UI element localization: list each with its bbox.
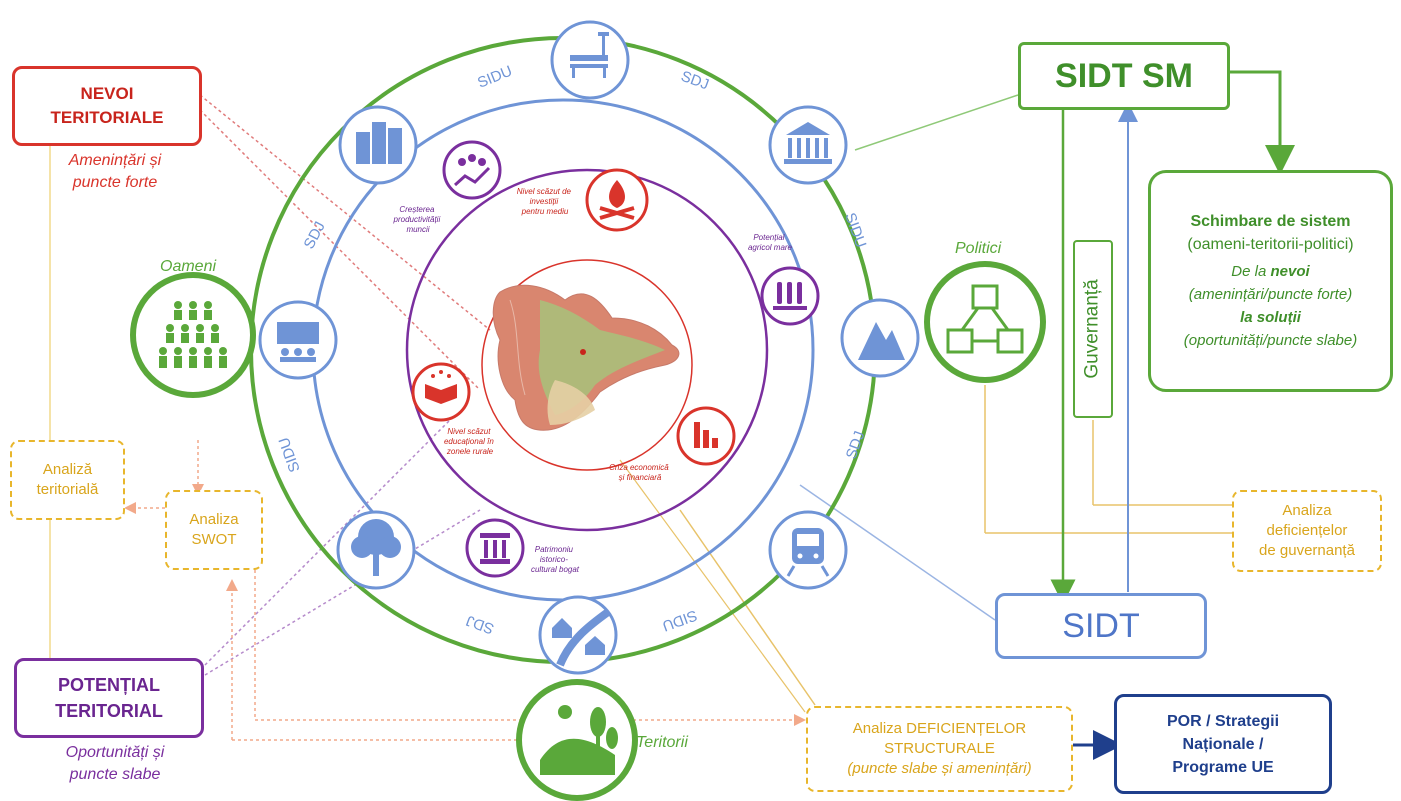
label-agricol: Potențial agricol mare	[748, 233, 793, 252]
analiza-structurale-line-1: Analiza DEFICIENȚELOR	[852, 720, 1027, 737]
declining-chart-icon	[676, 406, 736, 466]
people-group-icon	[130, 272, 256, 398]
potential-note-line-2: puncte slabe	[69, 766, 161, 783]
landscape-icon	[516, 679, 638, 801]
por-line-1: POR / Strategii	[1166, 712, 1280, 730]
sidt-sm-box: SIDT SM	[1018, 42, 1230, 110]
pillar-label-politici: Politici	[955, 240, 1002, 257]
analiza-swot-box: Analiza SWOT	[165, 490, 263, 570]
buildings-icon	[338, 105, 418, 185]
analiza-guvernanta-line-3: de guvernanță	[1259, 542, 1355, 559]
nevoi-teritoriale-box: NEVOI TERITORIALE	[12, 66, 202, 146]
sidt-label: SIDT	[1062, 606, 1140, 645]
por-line-2: Naționale /	[1182, 735, 1264, 753]
ring-label-sidu-top: SIDU	[475, 63, 515, 92]
houses-road-icon	[538, 595, 618, 675]
park-bench-icon	[550, 20, 630, 100]
sidt-box: SIDT	[995, 593, 1207, 659]
analiza-structurale-box: Analiza DEFICIENȚELOR STRUCTURALE (punct…	[806, 706, 1073, 792]
potential-note-line-1: Oportunități și	[65, 744, 165, 761]
ring-label-sdj-bottom: SDJ	[464, 612, 496, 638]
county-map	[492, 284, 680, 431]
guvernanta-label: Guvernanță	[1082, 279, 1104, 379]
nevoi-title-line-1: NEVOI	[80, 84, 134, 103]
ring-label-sidu-right: SIDU	[841, 211, 869, 250]
pillar-label-teritorii: Teritorii	[636, 734, 688, 751]
campfire-icon	[585, 168, 649, 232]
schimbare-sistem-box: Schimbare de sistem (oameni-teritorii-po…	[1148, 170, 1393, 392]
schimbare-line-3: la soluții	[1240, 309, 1301, 326]
agriculture-icon	[760, 266, 820, 326]
schimbare-line-2: (amenințări/puncte forte)	[1188, 286, 1353, 303]
analiza-teritoriala-line-1: Analiză	[42, 461, 93, 478]
conference-icon	[258, 300, 338, 380]
pillar-label-oameni: Oameni	[160, 258, 217, 275]
column-icon	[465, 518, 525, 578]
potential-teritorial-box: POTENȚIAL TERITORIAL	[14, 658, 204, 738]
schimbare-line-1: De la nevoi	[1231, 260, 1309, 283]
analiza-guvernanta-line-1: Analiza	[1282, 502, 1332, 519]
nevoi-title-line-2: TERITORIALE	[50, 108, 164, 127]
tree-icon	[336, 510, 416, 590]
ring-label-sidu-bottom: SIDU	[660, 606, 699, 634]
label-criza: Criza economică și financiară	[609, 463, 671, 482]
potential-title-line-1: POTENȚIAL	[58, 675, 160, 695]
education-book-icon	[411, 362, 471, 422]
analiza-swot-line-2: SWOT	[191, 531, 237, 548]
potential-note: Oportunități și puncte slabe	[35, 742, 195, 786]
museum-icon	[768, 105, 848, 185]
label-investitii: Nivel scăzut de investiții pentru mediu	[517, 187, 573, 216]
label-productivitate: Creșterea productivității muncii	[393, 205, 443, 234]
schimbare-line-4: (oportunități/puncte slabe)	[1183, 332, 1358, 349]
red-ring	[481, 259, 693, 471]
mountain-icon	[840, 298, 920, 378]
nevoi-note-line-1: Amenințări și	[68, 152, 162, 169]
por-strategii-box: POR / Strategii Naționale / Programe UE	[1114, 694, 1332, 794]
schimbare-subtitle: (oameni-teritorii-politici)	[1187, 236, 1354, 253]
analiza-guvernanta-line-2: deficiențelor	[1266, 522, 1348, 539]
schimbare-line-1-pre: De la	[1231, 263, 1267, 280]
purple-ring	[405, 168, 769, 532]
ring-label-sidu-left: SIDU	[276, 435, 304, 474]
analiza-guvernanta-box: Analiza deficiențelor de guvernanță	[1232, 490, 1382, 572]
nevoi-note: Amenințări și puncte forte	[40, 150, 190, 194]
por-line-3: Programe UE	[1172, 758, 1274, 776]
policy-cubes-icon	[924, 261, 1046, 383]
growth-people-icon	[442, 140, 502, 200]
label-patrimoniu: Patrimoniu istorico- cultural bogat	[531, 545, 580, 574]
analiza-swot-line-1: Analiza	[189, 511, 239, 528]
nevoi-note-line-2: puncte forte	[72, 174, 158, 191]
schimbare-line-1-bold: nevoi	[1270, 263, 1310, 280]
label-educational: Nivel scăzut educațional în zonele rural…	[444, 427, 496, 456]
guvernanta-box: Guvernanță	[1073, 240, 1113, 418]
analiza-structurale-line-2: STRUCTURALE	[884, 740, 995, 757]
analiza-teritoriala-box: Analiză teritorială	[10, 440, 125, 520]
potential-title-line-2: TERITORIAL	[55, 701, 163, 721]
schimbare-title: Schimbare de sistem	[1190, 213, 1351, 230]
train-icon	[768, 510, 848, 590]
analiza-structurale-line-3: (puncte slabe și amenințări)	[847, 760, 1032, 777]
analiza-teritoriala-line-2: teritorială	[36, 481, 99, 498]
sidt-sm-label: SIDT SM	[1055, 56, 1193, 95]
ring-label-sdj-right: SDJ	[843, 429, 869, 461]
